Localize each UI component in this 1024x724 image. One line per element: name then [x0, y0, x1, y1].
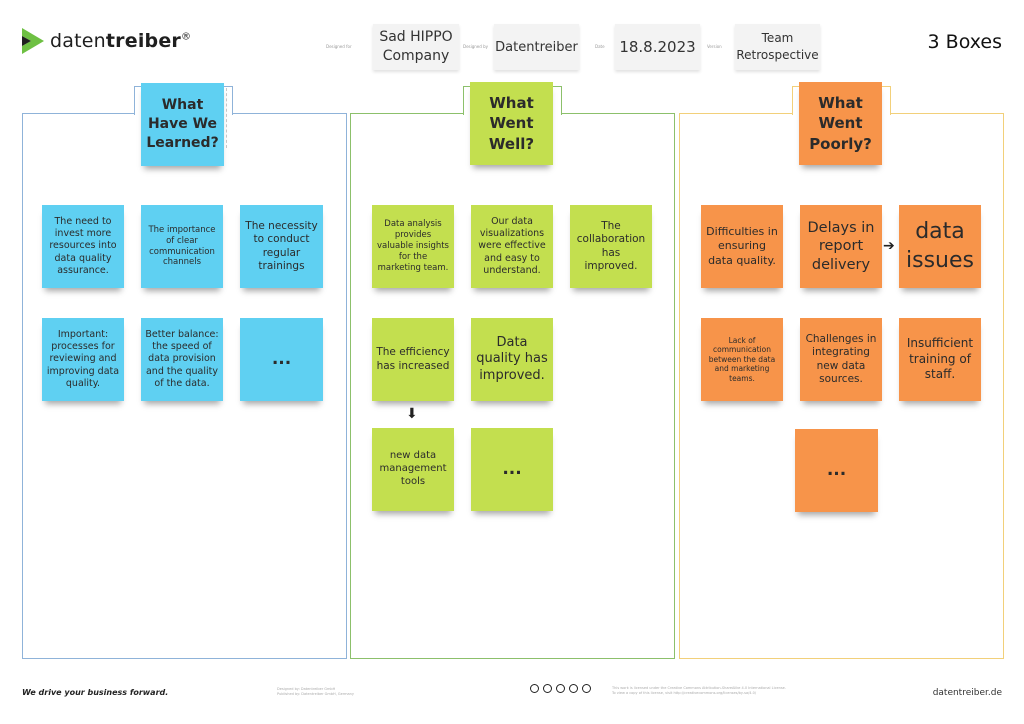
designed-for-field[interactable]: Sad HIPPO Company	[373, 24, 459, 70]
version-field[interactable]: Team Retrospective	[735, 24, 820, 70]
sticky-note[interactable]: Our data visualizations were effective a…	[471, 205, 553, 288]
footer-url-link[interactable]: datentreiber.de	[932, 688, 1002, 698]
cc-nc-icon	[569, 684, 578, 693]
footer-license-line2: To view a copy of this license, visit ht…	[612, 691, 757, 695]
sticky-note[interactable]: Challenges in integrating new data sourc…	[800, 318, 882, 401]
cc-icon	[530, 684, 539, 693]
designed-by-field[interactable]: Datentreiber	[494, 24, 579, 70]
sticky-note[interactable]: The necessity to conduct regular trainin…	[240, 205, 323, 288]
learned-tab-dash	[224, 88, 227, 148]
datentreiber-logo: datentreiber®	[22, 28, 191, 54]
sticky-note[interactable]: Data analysis provides valuable insights…	[372, 205, 454, 288]
sticky-note[interactable]: The need to invest more resources into d…	[42, 205, 124, 288]
version-label: Version	[707, 44, 722, 49]
cc-by-icon	[543, 684, 552, 693]
cc-sa-icon	[556, 684, 565, 693]
sticky-note[interactable]: Lack of communication between the data a…	[701, 318, 783, 401]
footer-credit-line1: Designed by: Datentreiber GmbH	[277, 687, 336, 691]
designed-for-label: Designed for	[326, 44, 352, 49]
sticky-note[interactable]: new data management tools	[372, 428, 454, 511]
sticky-note[interactable]: Insufficient training of staff.	[899, 318, 981, 401]
sticky-note[interactable]: Important: processes for reviewing and i…	[42, 318, 124, 401]
sticky-note[interactable]: Difficulties in ensuring data quality.	[701, 205, 783, 288]
learned-header-note[interactable]: What Have We Learned?	[141, 83, 224, 166]
sticky-note[interactable]: Better balance: the speed of data provis…	[141, 318, 223, 401]
placeholder-note[interactable]: ...	[240, 318, 323, 401]
well-header-note[interactable]: What Went Well?	[470, 82, 553, 165]
footer-tagline: We drive your business forward.	[22, 688, 169, 697]
arrow-down-icon: ⬇	[406, 406, 418, 422]
sticky-note[interactable]: Delays in report delivery	[800, 205, 882, 288]
sticky-note[interactable]: The efficiency has increased	[372, 318, 454, 401]
page-title: 3 Boxes	[927, 31, 1002, 53]
placeholder-note[interactable]: ...	[795, 429, 878, 512]
cc-license-icons	[530, 684, 591, 693]
poorly-header-note[interactable]: What Went Poorly?	[799, 82, 882, 165]
placeholder-note[interactable]: ...	[471, 428, 553, 511]
sticky-note[interactable]: The importance of clear communication ch…	[141, 205, 223, 288]
sticky-note[interactable]: data issues	[899, 205, 981, 288]
sticky-note[interactable]: The collaboration has improved.	[570, 205, 652, 288]
logo-chevron-icon	[22, 28, 44, 54]
arrow-right-icon: ➔	[883, 238, 895, 254]
footer-license-line1: This work is licensed under the Creative…	[612, 686, 786, 690]
logo-wordmark: datentreiber®	[50, 30, 192, 52]
sticky-note[interactable]: Data quality has improved.	[471, 318, 553, 401]
date-field[interactable]: 18.8.2023	[615, 24, 700, 70]
footer-credit-line2: Published by: Datentreiber GmbH, Germany	[277, 692, 354, 696]
cc-info-icon	[582, 684, 591, 693]
date-label: Date	[595, 44, 605, 49]
designed-by-label: Designed by	[463, 44, 488, 49]
